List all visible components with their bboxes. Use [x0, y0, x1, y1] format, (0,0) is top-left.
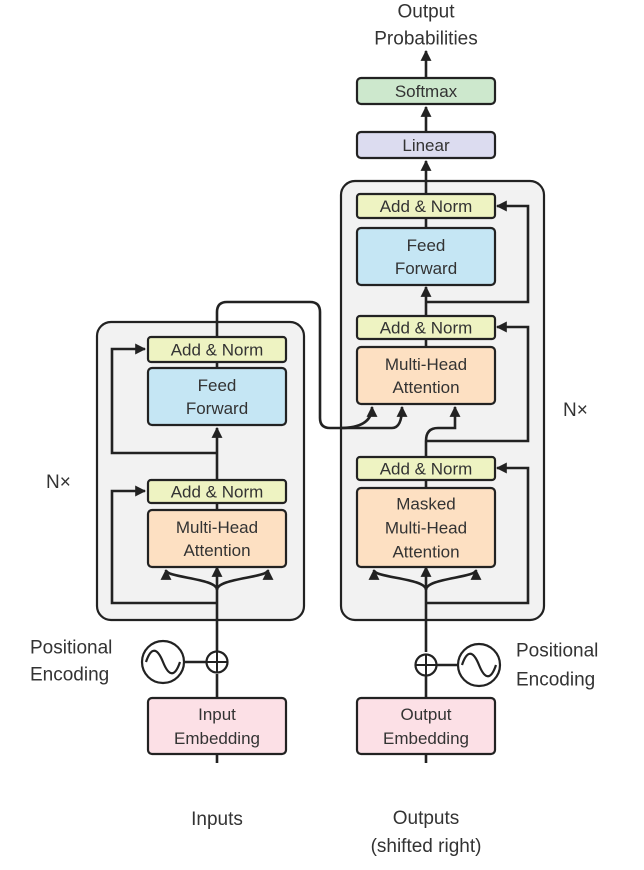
outputs-label: Outputs(shifted right): [371, 808, 482, 857]
encoder-stack: [95, 320, 306, 622]
linear-block: Linear: [355, 130, 497, 160]
encoder-positional-encoding-sine-icon: [140, 639, 206, 685]
encoder-add-norm-top: Add & Norm: [146, 335, 288, 364]
encoder-add-circle-icon: [205, 650, 229, 674]
svg-text:Add & Norm: Add & Norm: [171, 483, 264, 502]
svg-text:Softmax: Softmax: [395, 82, 458, 101]
svg-text:Add & Norm: Add & Norm: [380, 319, 473, 338]
decoder-add-norm-middle: Add & Norm: [355, 314, 497, 341]
decoder-add-norm-top: Add & Norm: [355, 192, 497, 220]
decoder-wires: [368, 49, 530, 763]
decoder-nx-label: N×: [563, 400, 588, 421]
svg-text:Linear: Linear: [402, 136, 450, 155]
decoder-add-norm-bottom: Add & Norm: [355, 455, 497, 482]
svg-text:Add & Norm: Add & Norm: [380, 197, 473, 216]
encoder-add-norm-bottom: Add & Norm: [146, 478, 288, 505]
decoder-positional-encoding-sine-icon: [437, 642, 502, 688]
encoder-nx-label: N×: [46, 472, 71, 493]
inputs-label: Inputs: [191, 809, 243, 830]
decoder-add-circle-icon: [414, 653, 438, 677]
softmax-block: Softmax: [355, 76, 497, 106]
encoder-wires: [110, 300, 408, 763]
svg-text:Add & Norm: Add & Norm: [171, 341, 264, 360]
svg-text:Add & Norm: Add & Norm: [380, 460, 473, 479]
